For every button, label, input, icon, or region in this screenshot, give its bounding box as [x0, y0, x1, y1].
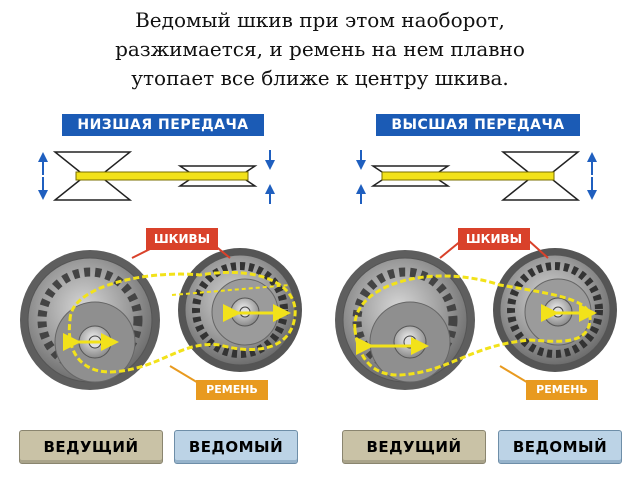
right-arrow-up-right-icon — [587, 152, 597, 175]
caption-line-2: разжимается, и ремень на нем плавно — [115, 37, 525, 61]
right-arrow-down-icon — [356, 150, 366, 170]
left-arrow-up-icon — [38, 152, 48, 175]
left-arrow-up-right-icon — [265, 184, 275, 204]
right-title-badge: ВЫСШАЯ ПЕРЕДАЧА — [376, 114, 580, 136]
left-belt-label: РЕМЕНЬ — [196, 380, 268, 400]
left-driving-button[interactable]: ВЕДУЩИЙ — [19, 430, 163, 464]
left-cross-section — [38, 150, 275, 204]
left-arrow-down-right-icon — [265, 150, 275, 170]
left-pulleys-view — [20, 239, 302, 390]
left-arrow-group — [38, 150, 275, 204]
right-belt-label: РЕМЕНЬ — [526, 380, 598, 400]
right-pulleys-view — [335, 239, 617, 390]
right-arrow-group — [356, 150, 597, 204]
left-belt-path — [67, 270, 297, 374]
caption-line-3: утопает все ближе к центру шкива. — [131, 66, 509, 90]
right-cross-section — [356, 150, 597, 204]
caption: Ведомый шкив при этом наоборот, разжимае… — [0, 6, 640, 93]
left-pulleys-label: ШКИВЫ — [146, 228, 218, 250]
left-arrow-down-icon — [38, 177, 48, 200]
right-arrow-up-icon — [356, 184, 366, 204]
left-title-badge: НИЗШАЯ ПЕРЕДАЧА — [62, 114, 264, 136]
right-pulleys-label: ШКИВЫ — [458, 228, 530, 250]
caption-line-1: Ведомый шкив при этом наоборот, — [135, 8, 505, 32]
left-driven-button[interactable]: ВЕДОМЫЙ — [174, 430, 298, 464]
right-arrow-down-right-icon — [587, 177, 597, 200]
right-belt-section — [381, 171, 555, 181]
left-belt-section — [75, 171, 249, 181]
right-driven-button[interactable]: ВЕДОМЫЙ — [498, 430, 622, 464]
right-driving-button[interactable]: ВЕДУЩИЙ — [342, 430, 486, 464]
right-belt-path — [353, 274, 592, 377]
